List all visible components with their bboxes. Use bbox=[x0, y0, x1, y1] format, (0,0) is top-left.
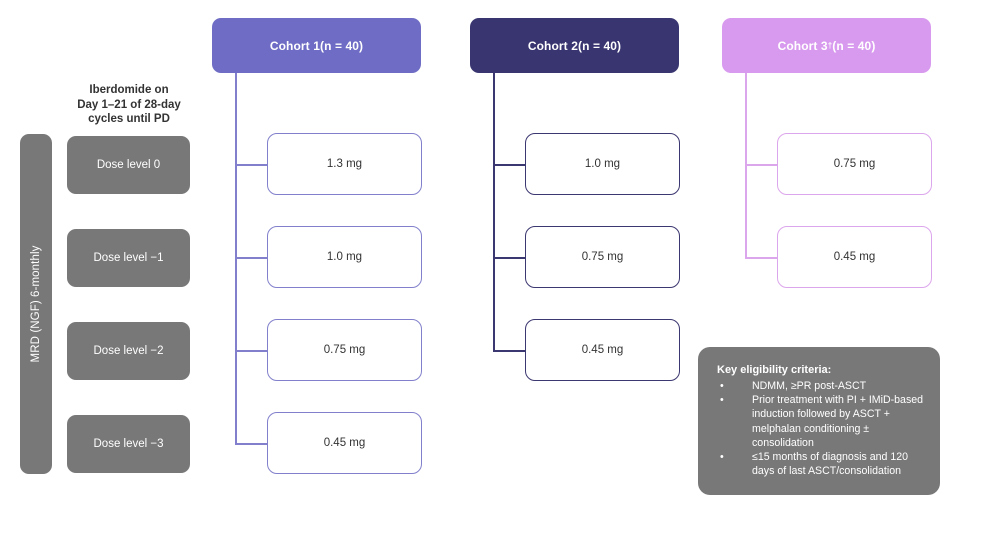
dose-card-cohort-1-0-45-mg[interactable]: 0.45 mg bbox=[267, 412, 422, 474]
iberdomide-caption-line-3: cycles until PD bbox=[88, 113, 170, 125]
dose-card-cohort-3-0-75-mg[interactable]: 0.75 mg bbox=[777, 133, 932, 195]
cohort-header-n-1: (n = 40) bbox=[319, 38, 364, 53]
dose-card-label: 0.75 mg bbox=[323, 344, 366, 356]
mrd-label: MRD (NGF) 6-monthly bbox=[30, 245, 42, 363]
criteria-item-text: NDMM, ≥PR post-ASCT bbox=[752, 380, 867, 392]
mrd-monitoring-bar: MRD (NGF) 6-monthly bbox=[20, 134, 52, 474]
cohort-header-dagger-3: † bbox=[827, 41, 833, 50]
cohort-header-label-2: Cohort 2 bbox=[527, 38, 578, 53]
cohort-header-1[interactable]: Cohort 1 (n = 40) bbox=[212, 18, 421, 73]
dose-card-label: 0.45 mg bbox=[323, 437, 366, 449]
key-eligibility-criteria-box: Key eligibility criteria: • NDMM, ≥PR pos… bbox=[698, 347, 940, 495]
iberdomide-caption-line-1: Iberdomide on bbox=[89, 84, 169, 96]
criteria-item-2: • Prior treatment with PI + IMiD-based in… bbox=[717, 393, 924, 450]
cohort-header-label-3: Cohort 3 bbox=[777, 38, 828, 53]
dose-level-box-0: Dose level 0 bbox=[67, 136, 190, 194]
dose-card-cohort-1-0-75-mg[interactable]: 0.75 mg bbox=[267, 319, 422, 381]
cohort-connector-stub-2-3 bbox=[493, 350, 526, 352]
bullet-icon: • bbox=[720, 394, 724, 407]
cohort-header-label-1: Cohort 1 bbox=[269, 38, 320, 53]
bullet-icon: • bbox=[720, 380, 724, 392]
cohort-connector-stub-2-2 bbox=[493, 257, 526, 259]
criteria-item-text: ≤15 months of diagnosis and 120 days of … bbox=[752, 451, 908, 478]
cohort-connector-stub-1-1 bbox=[235, 164, 268, 166]
dose-card-label: 0.45 mg bbox=[581, 344, 624, 356]
cohort-header-n-3: (n = 40) bbox=[832, 38, 876, 53]
dose-card-cohort-1-1-0-mg[interactable]: 1.0 mg bbox=[267, 226, 422, 288]
criteria-list: • NDMM, ≥PR post-ASCT • Prior treatment wit… bbox=[717, 379, 924, 478]
dose-card-cohort-2-0-45-mg[interactable]: 0.45 mg bbox=[525, 319, 680, 381]
cohort-connector-stub-2-1 bbox=[493, 164, 526, 166]
dose-card-cohort-2-0-75-mg[interactable]: 0.75 mg bbox=[525, 226, 680, 288]
iberdomide-caption-line-2: Day 1–21 of 28-day bbox=[77, 98, 181, 111]
dose-card-cohort-2-1-0-mg[interactable]: 1.0 mg bbox=[525, 133, 680, 195]
dose-card-cohort-3-0-45-mg[interactable]: 0.45 mg bbox=[777, 226, 932, 288]
dose-card-cohort-1-1-3-mg[interactable]: 1.3 mg bbox=[267, 133, 422, 195]
cohort-connector-stub-1-3 bbox=[235, 350, 268, 352]
criteria-item-1: • NDMM, ≥PR post-ASCT bbox=[717, 379, 924, 393]
cohort-connector-stub-3-1 bbox=[745, 164, 778, 166]
dose-level-box-minus-3: Dose level −3 bbox=[67, 415, 190, 473]
cohort-connector-stub-1-4 bbox=[235, 443, 268, 445]
dose-card-label: 1.0 mg bbox=[326, 251, 363, 263]
dose-card-label: 0.75 mg bbox=[833, 158, 876, 170]
cohort-header-3[interactable]: Cohort 3† (n = 40) bbox=[722, 18, 931, 73]
dose-card-label: 1.0 mg bbox=[584, 158, 621, 170]
criteria-item-text: Prior treatment with PI + IMiD-based ind… bbox=[752, 394, 924, 449]
cohort-connector-stub-1-2 bbox=[235, 257, 268, 259]
cohort-header-2[interactable]: Cohort 2 (n = 40) bbox=[470, 18, 679, 73]
iberdomide-schedule-caption: Iberdomide on Day 1–21 of 28-day cycles … bbox=[62, 83, 196, 127]
criteria-item-3: • ≤15 months of diagnosis and 120 days of… bbox=[717, 450, 924, 478]
dose-card-label: 0.45 mg bbox=[833, 251, 876, 263]
criteria-title: Key eligibility criteria: bbox=[717, 364, 832, 376]
dose-level-box-minus-2: Dose level −2 bbox=[67, 322, 190, 380]
bullet-icon: • bbox=[720, 451, 724, 464]
dose-level-box-minus-1: Dose level −1 bbox=[67, 229, 190, 287]
dose-card-label: 1.3 mg bbox=[326, 158, 363, 170]
cohort-header-n-2: (n = 40) bbox=[577, 38, 622, 53]
cohort-connector-stub-3-2 bbox=[745, 257, 778, 259]
cohort-connector-trunk-2 bbox=[493, 73, 495, 350]
dose-card-label: 0.75 mg bbox=[581, 251, 624, 263]
